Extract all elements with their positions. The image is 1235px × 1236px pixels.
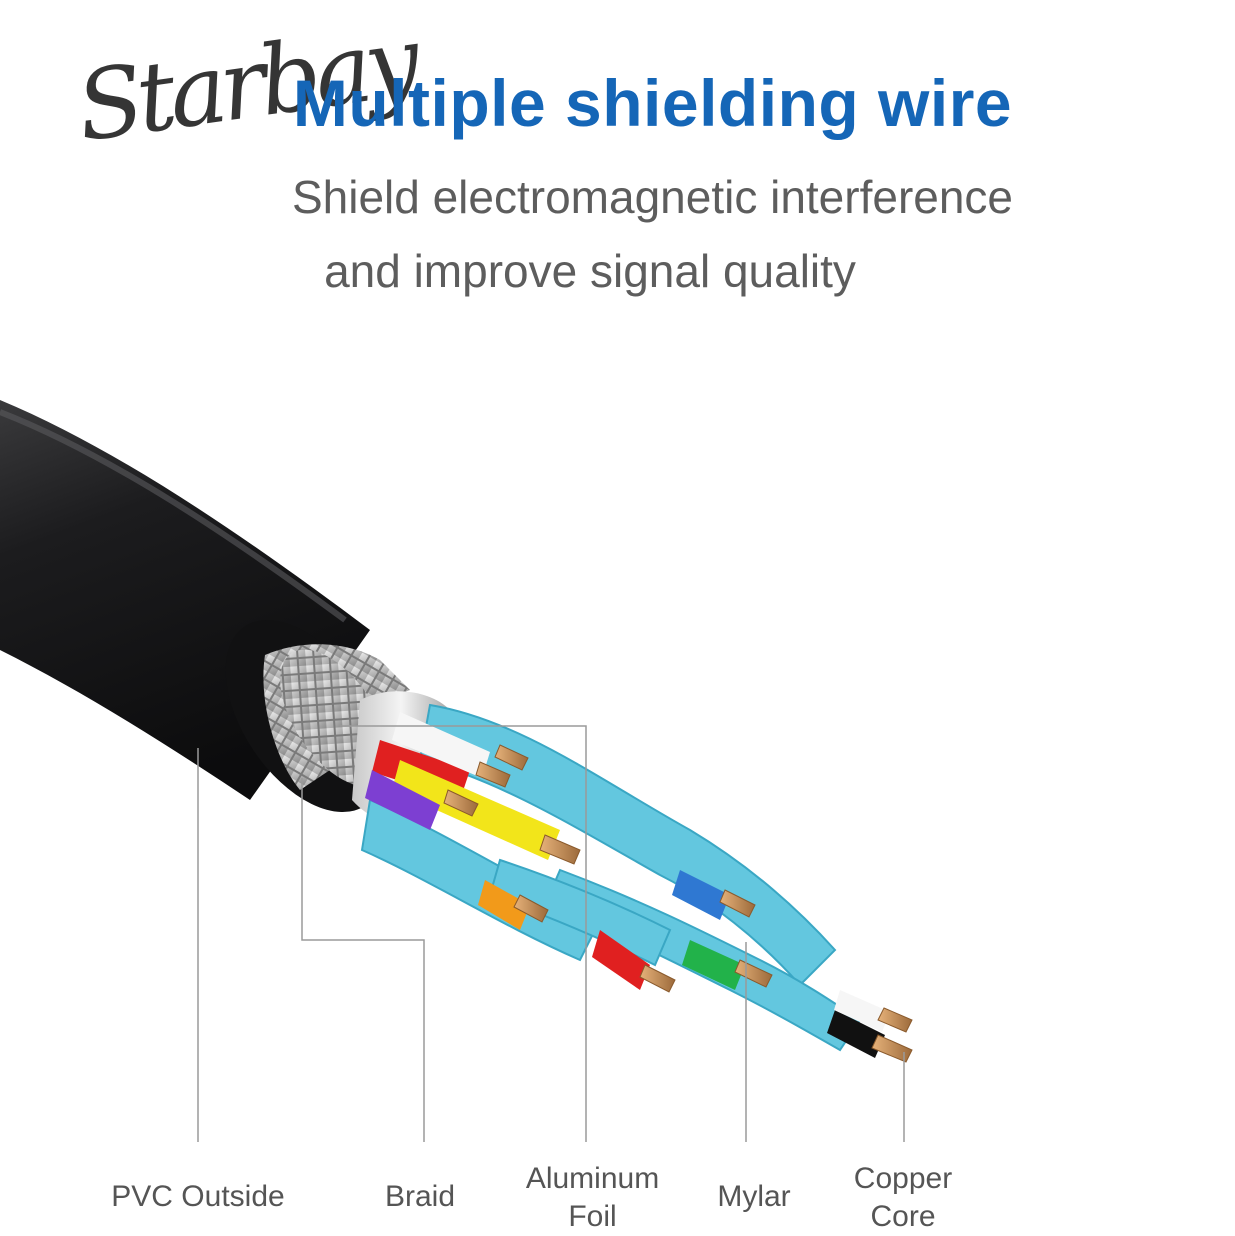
label-aluminum-line-2: Foil [568, 1200, 617, 1233]
label-aluminum-foil: Aluminum Foil [500, 1160, 685, 1236]
label-braid: Braid [384, 1180, 456, 1213]
copper-cores [443, 744, 913, 1063]
conductors [365, 712, 890, 1058]
callout-lines [197, 725, 905, 1142]
subtitle-line-2: and improve signal quality [324, 245, 856, 297]
white-conductor-2 [834, 990, 890, 1032]
yellow-conductor [392, 760, 560, 860]
label-mylar: Mylar [717, 1180, 791, 1213]
label-aluminum-line-1: Aluminum [525, 1162, 660, 1195]
label-copper-line-1: Copper [853, 1162, 953, 1195]
red-conductor-2 [592, 930, 650, 990]
black-conductor [827, 1010, 885, 1058]
label-pvc-outside: PVC Outside [111, 1180, 285, 1213]
white-conductor [392, 712, 490, 778]
green-conductor [682, 940, 745, 990]
label-copper-core: Copper Core [828, 1160, 978, 1236]
orange-conductor [478, 880, 530, 930]
page-title: Multiple shielding wire [292, 66, 1013, 140]
subtitle-line-1: Shield electromagnetic interference [291, 171, 1014, 223]
blue-conductor [672, 870, 730, 920]
purple-conductor [365, 770, 440, 830]
callout-braid [301, 778, 425, 1142]
callout-aluminum [340, 725, 587, 1142]
label-copper-line-2: Core [870, 1200, 936, 1233]
